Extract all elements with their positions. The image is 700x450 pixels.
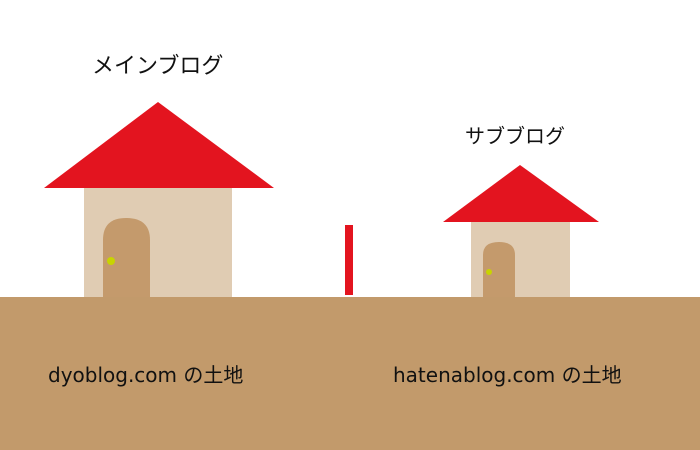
sub-blog-land-label: hatenablog.com の土地 — [393, 363, 622, 387]
ground — [0, 297, 700, 450]
main-blog-land-label: dyoblog.com の土地 — [48, 363, 244, 387]
main-blog-house — [44, 102, 274, 297]
boundary-post — [345, 225, 353, 295]
sub-blog-house — [443, 165, 599, 297]
main-house-door-knob — [107, 257, 115, 265]
sub-house-door — [483, 242, 515, 297]
sub-house-roof — [443, 165, 599, 222]
main-house-door — [103, 218, 150, 297]
main-blog-label: メインブログ — [92, 54, 224, 79]
sub-blog-label: サブブログ — [465, 124, 565, 148]
sub-house-door-knob — [486, 269, 492, 275]
main-house-roof — [44, 102, 274, 188]
